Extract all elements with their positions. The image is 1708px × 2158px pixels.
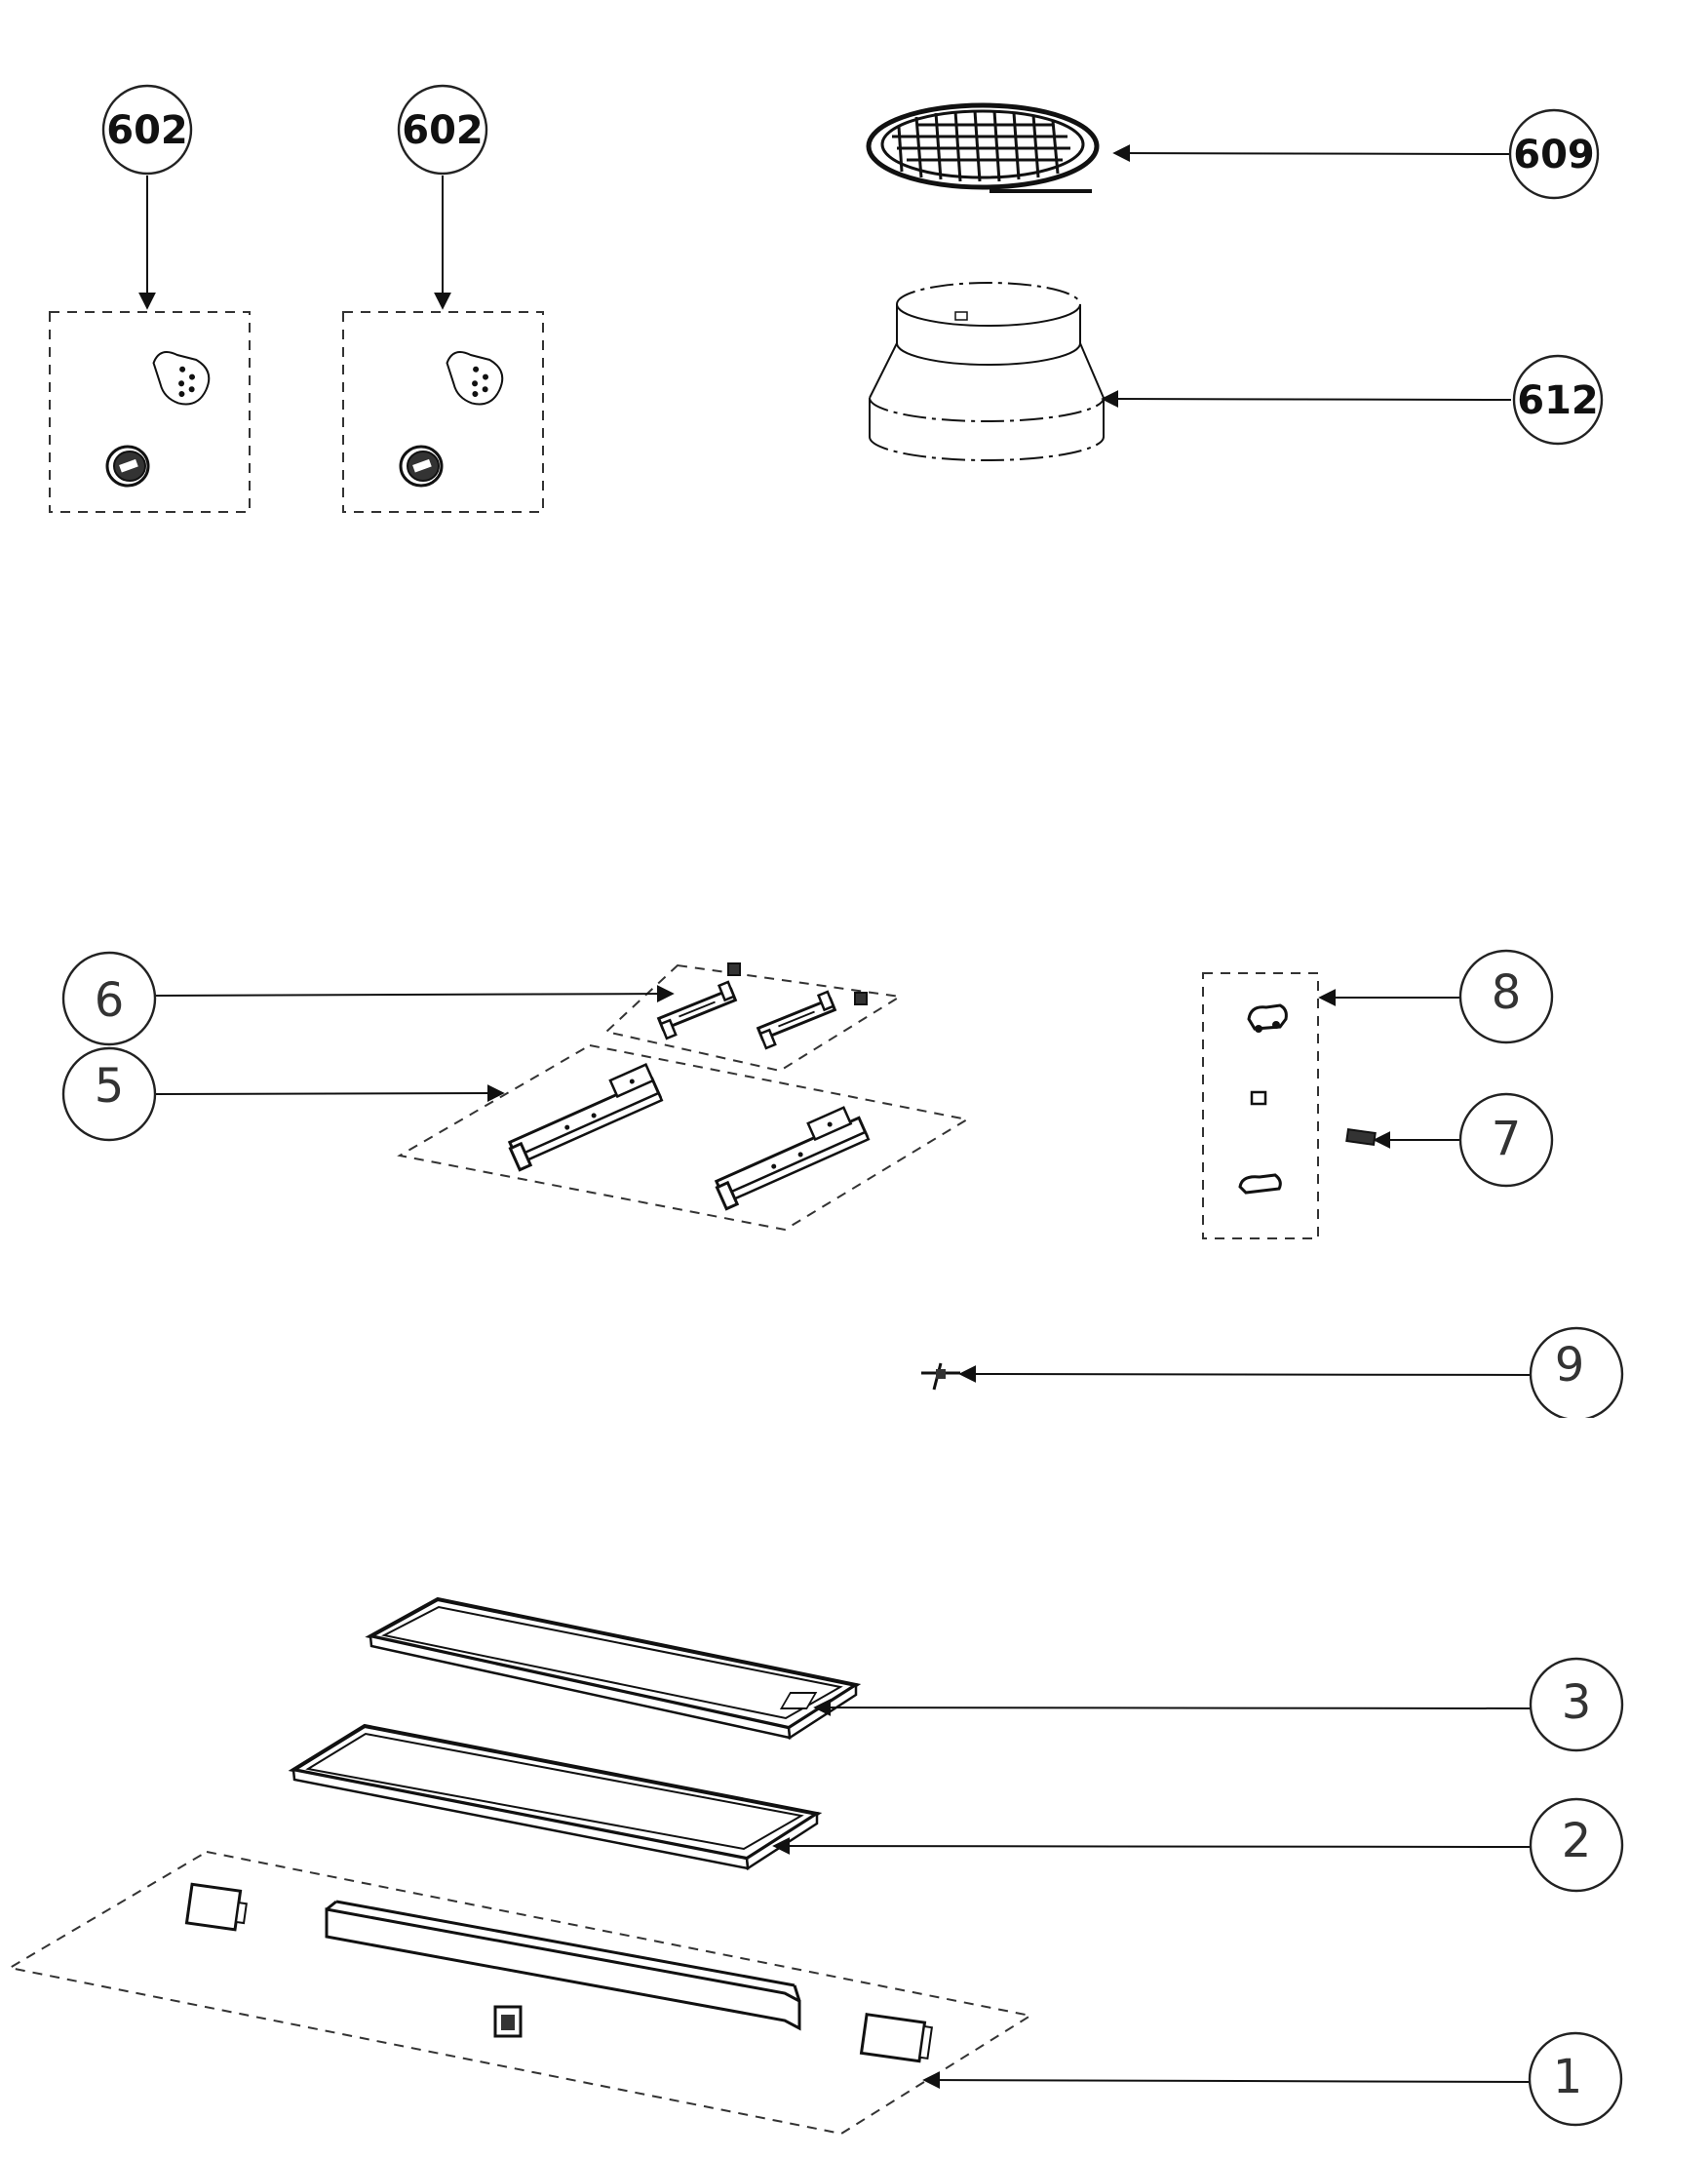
filter-panel-3 <box>365 1596 862 1741</box>
round-knob-icon <box>105 445 150 488</box>
filter-panel-2 <box>288 1723 823 1871</box>
leader-609 <box>1112 144 1510 163</box>
callout-609-label: 609 <box>1513 133 1595 177</box>
callout-1-label: 1 <box>1553 2050 1583 2104</box>
leader-5 <box>155 1084 505 1103</box>
leader-6 <box>155 985 675 1003</box>
part-1-group <box>7 1850 1033 2136</box>
part-6-group <box>603 962 903 1073</box>
callout-602b-label: 602 <box>402 108 484 153</box>
knob-plate-icon <box>152 351 211 406</box>
part-9-icon <box>921 1362 960 1391</box>
part-7-icon <box>1345 1127 1377 1147</box>
leader-612 <box>1101 390 1512 409</box>
part-602-group-right <box>342 311 544 513</box>
callout-6: 6 <box>61 951 157 1046</box>
callout-9-label: 9 <box>1555 1338 1585 1393</box>
callout-3: 3 <box>1529 1657 1624 1752</box>
callout-1: 1 <box>1528 2031 1623 2127</box>
leader-2 <box>772 1837 1533 1856</box>
callout-5-label: 5 <box>95 1059 125 1114</box>
callout-3-label: 3 <box>1562 1675 1592 1730</box>
part-602-group-left <box>49 311 251 513</box>
leader-9 <box>958 1365 1533 1384</box>
callout-602a-label: 602 <box>106 108 188 153</box>
callout-612-label: 612 <box>1517 378 1599 423</box>
callout-8-label: 8 <box>1492 965 1522 1020</box>
callout-8: 8 <box>1458 949 1554 1044</box>
callout-612: 612 <box>1512 354 1604 446</box>
part-5-group <box>397 1043 970 1232</box>
callout-602b: 602 <box>397 84 488 176</box>
part-8-group <box>1202 972 1319 1239</box>
round-grille-icon <box>866 102 1100 193</box>
callout-2-label: 2 <box>1562 1814 1592 1868</box>
callout-7: 7 <box>1458 1092 1554 1188</box>
duct-adapter-icon <box>869 282 1105 461</box>
leader-1 <box>922 2071 1532 2090</box>
callout-9: 9 <box>1529 1326 1624 1433</box>
callout-602a: 602 <box>101 84 193 176</box>
callout-6-label: 6 <box>95 973 125 1028</box>
callout-609: 609 <box>1508 108 1600 200</box>
callout-5: 5 <box>61 1046 157 1142</box>
callout-7-label: 7 <box>1492 1112 1522 1166</box>
leader-3 <box>813 1699 1532 1717</box>
knob-plate-icon <box>446 351 504 406</box>
round-knob-icon <box>399 445 444 488</box>
callout-2: 2 <box>1529 1797 1624 1893</box>
